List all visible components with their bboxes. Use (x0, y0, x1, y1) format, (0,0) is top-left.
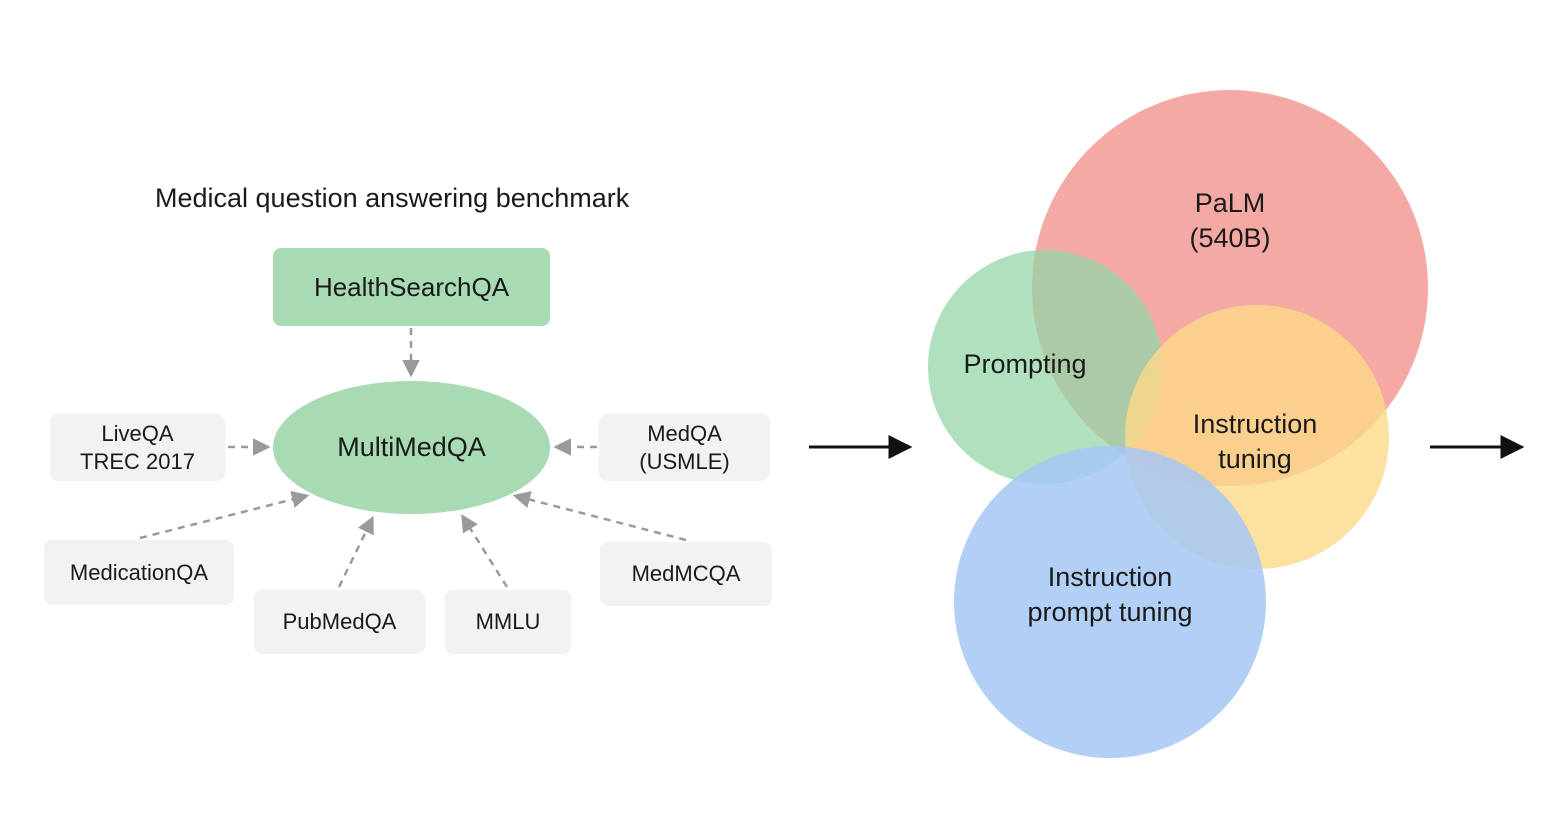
pubmedqa-box: PubMedQA (254, 590, 425, 654)
arrow-mmlu (461, 514, 509, 588)
mmlu-box: MMLU (445, 590, 571, 654)
instruction-prompt-tuning-circle (954, 446, 1266, 758)
healthsearchqa-box: HealthSearchQA (273, 248, 550, 326)
liveqa-box: LiveQA TREC 2017 (50, 414, 225, 481)
medqa-box: MedQA (USMLE) (599, 414, 770, 481)
arrow-medicationqa (139, 490, 310, 540)
multimedqa-ellipse: MultiMedQA (273, 381, 550, 514)
prompting-label: Prompting (963, 349, 1087, 379)
instruction-prompt-tuning-label: Instruction prompt tuning (1027, 562, 1193, 627)
diagram-title: Medical question answering benchmark (155, 183, 630, 213)
palm-label: PaLM (540B) (1189, 188, 1271, 253)
prompting-circle (928, 250, 1162, 484)
medicationqa-box: MedicationQA (44, 540, 234, 605)
medmcqa-box: MedMCQA (600, 542, 772, 606)
arrow-medmcqa (512, 491, 687, 542)
instruction-tuning-label: Instruction tuning (1192, 409, 1318, 474)
